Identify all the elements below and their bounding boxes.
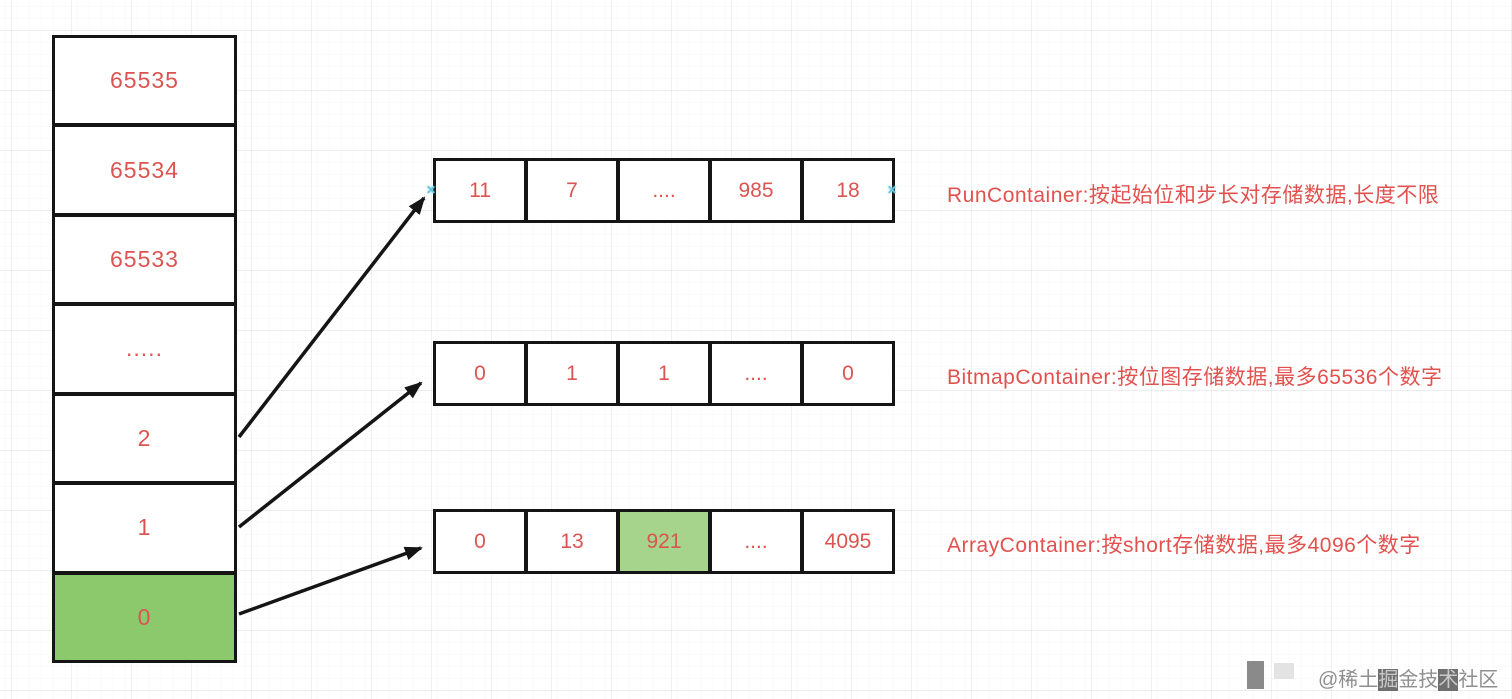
- cell-value: 7: [566, 178, 578, 202]
- stack-cell-value: 65533: [110, 246, 179, 273]
- cell-value: ....: [744, 529, 768, 553]
- runcontainer-cell: ....: [616, 161, 708, 220]
- stack-cell-65534: 65534: [55, 123, 234, 213]
- watermark-part: 术: [1438, 669, 1459, 691]
- endpoint-marker-icon: ✕: [426, 183, 437, 197]
- bitmapcontainer-cell: ....: [708, 344, 800, 403]
- stack-cell-1: 1: [55, 481, 234, 571]
- watermark-part: 掘: [1378, 669, 1399, 691]
- cell-value: 0: [474, 529, 486, 553]
- stack-cell-value: 65534: [110, 156, 179, 183]
- stack-cell-value: 65535: [110, 67, 179, 94]
- arraycontainer-label: ArrayContainer:按short存储数据,最多4096个数字: [947, 534, 1421, 557]
- watermark-dark-block: [1247, 661, 1264, 689]
- cell-value: 985: [738, 178, 774, 202]
- stack-cell-0-highlighted: 0: [55, 570, 234, 660]
- watermark-blocks: [1247, 661, 1294, 689]
- cell-value: 13: [560, 529, 584, 553]
- cell-value: ....: [744, 361, 768, 385]
- runcontainer-cell: 18: [800, 161, 892, 220]
- arraycontainer-cell: 0: [436, 512, 524, 571]
- bitmapcontainer-row: 0 1 1 .... 0: [433, 341, 895, 406]
- bitmapcontainer-cell: 1: [524, 344, 616, 403]
- stack-cell-ellipsis: .....: [55, 302, 234, 392]
- key-stack: 65535 65534 65533 ..... 2 1 0: [52, 35, 237, 663]
- endpoint-marker-icon: ✕: [887, 183, 898, 197]
- stack-cell-value: 1: [137, 514, 152, 541]
- cell-value: 0: [842, 361, 854, 385]
- watermark-part: @稀土: [1318, 669, 1379, 691]
- arraycontainer-row: 0 13 921 .... 4095: [433, 509, 895, 574]
- runcontainer-label: RunContainer:按起始位和步长对存储数据,长度不限: [947, 184, 1440, 207]
- arraycontainer-cell: 4095: [800, 512, 892, 571]
- bitmapcontainer-label: BitmapContainer:按位图存储数据,最多65536个数字: [947, 366, 1443, 389]
- arraycontainer-cell: 13: [524, 512, 616, 571]
- bitmapcontainer-cell: 0: [436, 344, 524, 403]
- runcontainer-cell: 11: [436, 161, 524, 220]
- arrow-2-to-runcontainer: [237, 196, 426, 439]
- arrow-1-to-bitmapcontainer: [237, 381, 423, 529]
- arraycontainer-cell: ....: [708, 512, 800, 571]
- watermark-light-block: [1274, 663, 1294, 679]
- cell-value: 921: [646, 529, 682, 553]
- cell-value: 11: [469, 178, 491, 202]
- runcontainer-cell: 985: [708, 161, 800, 220]
- stack-cell-value: 2: [137, 424, 152, 451]
- stack-cell-2: 2: [55, 391, 234, 482]
- cell-value: 1: [658, 361, 670, 385]
- bitmapcontainer-cell: 1: [616, 344, 708, 403]
- arrow-0-to-arraycontainer: [238, 546, 423, 616]
- watermark-part: 社区: [1458, 669, 1499, 691]
- cell-value: 1: [566, 361, 578, 385]
- watermark-part: 金技: [1398, 669, 1439, 691]
- cell-value: 18: [836, 178, 860, 202]
- stack-cell-65533: 65533: [55, 212, 234, 303]
- runcontainer-row: 11 7 .... 985 18: [433, 158, 895, 223]
- stack-cell-value: 0: [137, 603, 152, 630]
- cell-value: 0: [474, 361, 486, 385]
- stack-cell-65535: 65535: [55, 38, 234, 124]
- cell-value: ....: [652, 178, 676, 202]
- stack-cell-value: .....: [126, 335, 163, 362]
- bitmapcontainer-cell: 0: [800, 344, 892, 403]
- cell-value: 4095: [824, 529, 872, 553]
- watermark-text: @稀土掘金技术社区: [1318, 663, 1498, 692]
- runcontainer-cell: 7: [524, 161, 616, 220]
- arraycontainer-cell-highlighted: 921: [616, 512, 708, 571]
